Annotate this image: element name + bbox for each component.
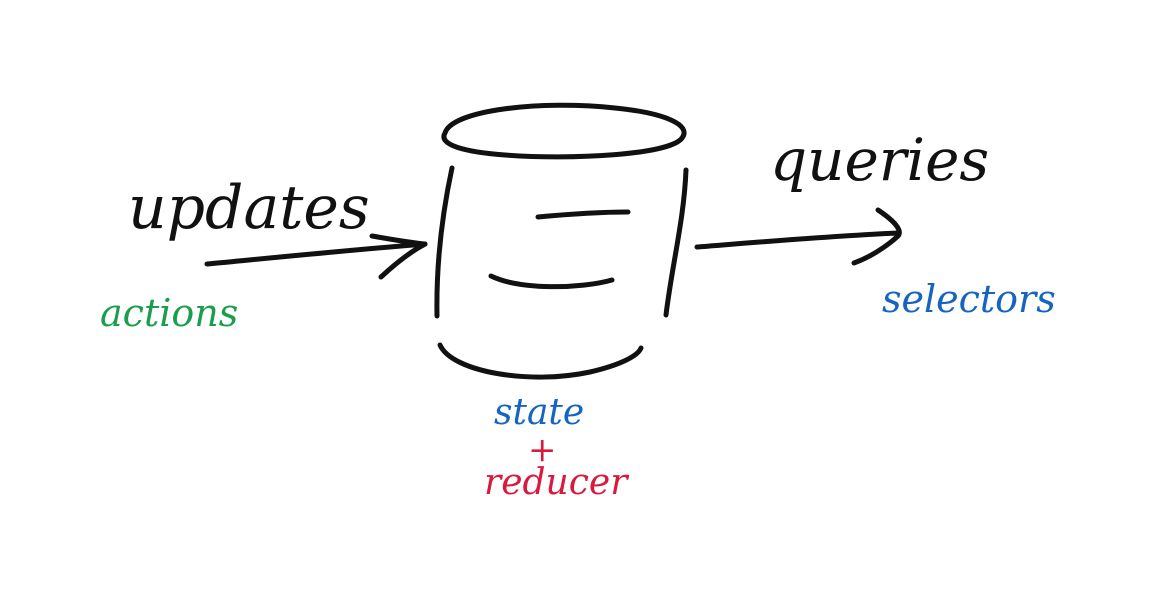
input-arrow-icon: [204, 233, 428, 280]
queries-label: queries: [770, 126, 989, 194]
state-label: state: [494, 392, 584, 433]
selectors-label: selectors: [882, 277, 1056, 321]
plus-label: +: [528, 430, 557, 470]
actions-label: actions: [100, 291, 238, 335]
reducer-label: reducer: [484, 462, 629, 503]
updates-label: updates: [128, 173, 370, 243]
store-cylinder-icon: [434, 102, 689, 380]
output-arrow-icon: [694, 207, 902, 266]
